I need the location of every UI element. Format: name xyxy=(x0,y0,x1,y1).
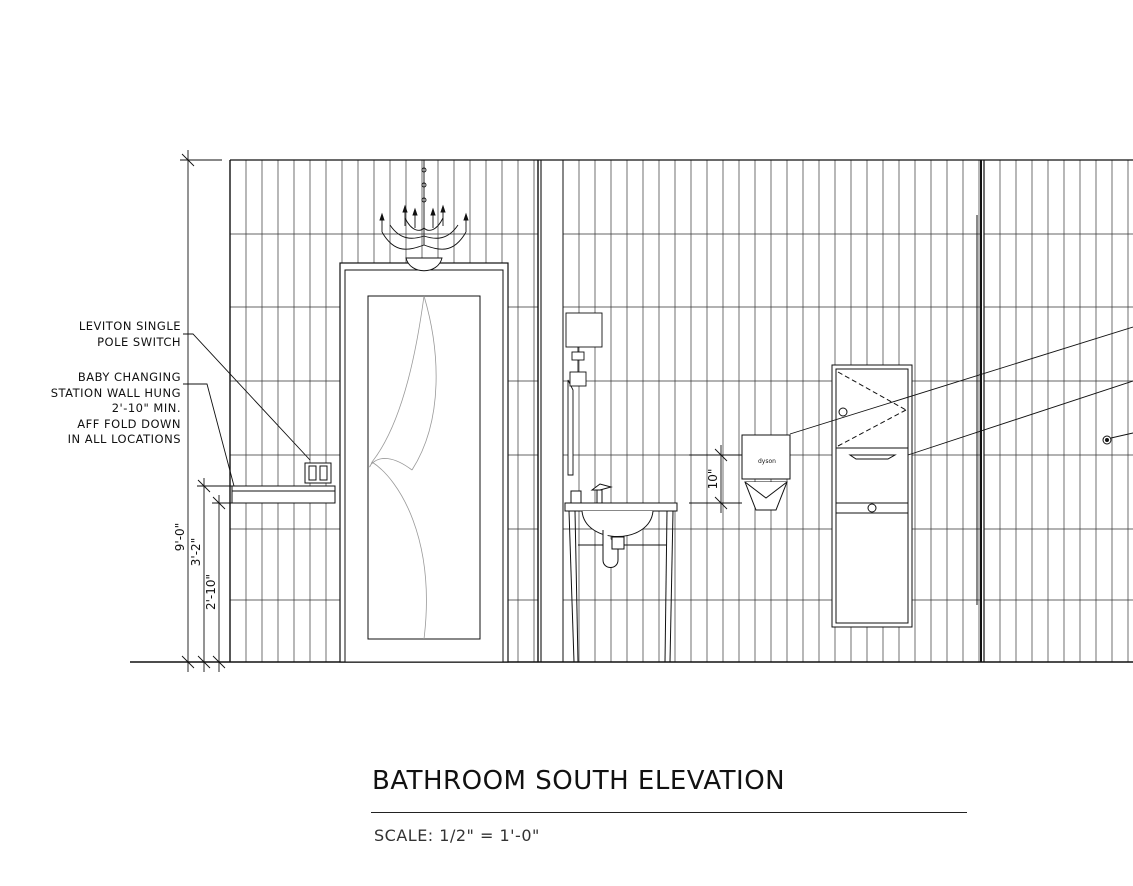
drawing-title: BATHROOM SOUTH ELEVATION xyxy=(372,766,786,796)
baby-changing-station xyxy=(231,485,336,504)
hand-dryer: dyson xyxy=(741,434,791,511)
baby-station-callout-line-1: BABY CHANGING xyxy=(77,370,181,384)
towel-dispenser-unit xyxy=(831,364,913,628)
light-switch xyxy=(304,462,332,484)
wall-accessory xyxy=(1102,435,1112,445)
baby-station-callout-line-4: AFF FOLD DOWN xyxy=(77,416,181,431)
dimension-labels: 9'-0" 3'-2" 2'-10" 10" xyxy=(173,469,720,610)
wall-outline xyxy=(130,159,1133,663)
baby-station-callout-line-5: IN ALL LOCATIONS xyxy=(67,432,181,447)
title-underline xyxy=(371,812,967,813)
switch-callout-line-1: LEVITON SINGLE xyxy=(78,319,181,333)
chandelier xyxy=(379,160,469,272)
baby-station-callout-line-3: 2'-10" MIN. xyxy=(111,401,181,416)
drawing-scale: SCALE: 1/2" = 1'-0" xyxy=(374,826,540,845)
dim-station-bottom: 2'-10" xyxy=(204,574,218,610)
leader-lines xyxy=(183,326,1133,487)
dim-dryer-height: 10" xyxy=(706,469,720,490)
switch-callout: LEVITON SINGLE POLE SWITCH xyxy=(79,319,181,350)
wall-sconce xyxy=(565,312,603,476)
dryer-brand: dyson xyxy=(758,458,776,465)
door xyxy=(339,262,509,663)
switch-callout-line-2: POLE SWITCH xyxy=(97,334,181,349)
dim-total-height: 9'-0" xyxy=(173,523,187,551)
baby-station-callout: BABY CHANGING STATION WALL HUNG 2'-10" M… xyxy=(51,370,181,448)
dim-station-top: 3'-2" xyxy=(189,538,203,566)
baby-station-callout-line-2: STATION WALL HUNG xyxy=(50,385,181,400)
sink-vanity xyxy=(564,483,678,663)
dimension-lines xyxy=(180,150,742,672)
